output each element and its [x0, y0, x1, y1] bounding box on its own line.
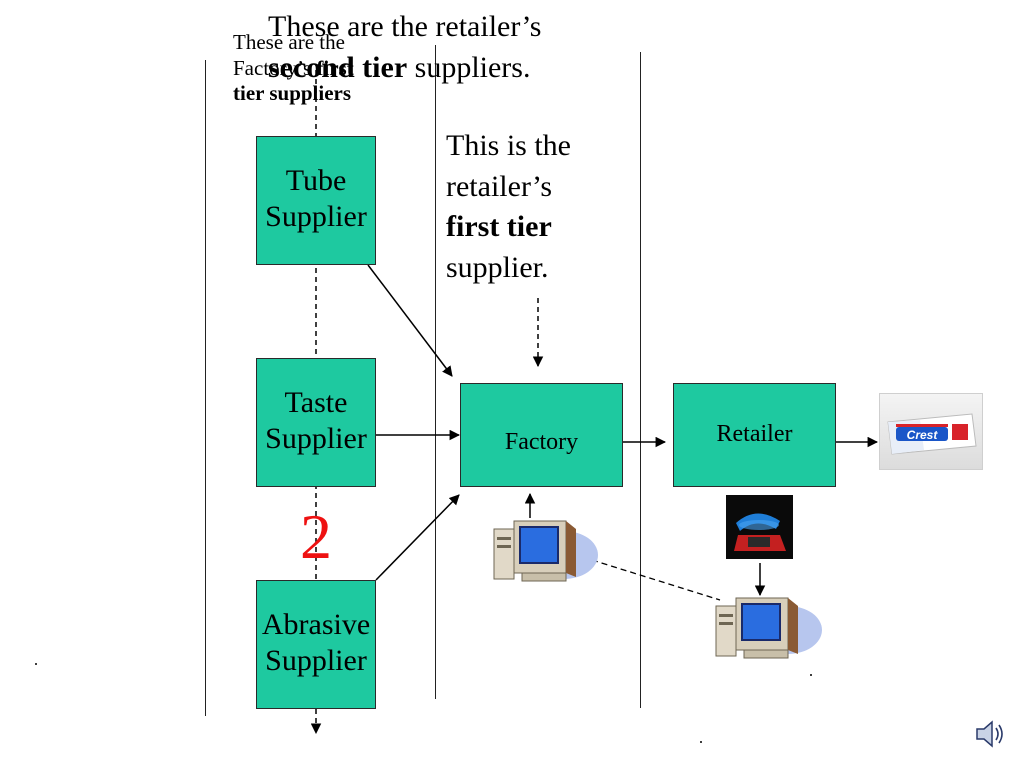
speaker-icon[interactable]: [972, 716, 1008, 752]
column-divider-left: [205, 60, 206, 716]
tube-supplier-box: Tube Supplier: [256, 136, 376, 265]
telephone-icon: [726, 495, 793, 559]
computer-icon: [493, 520, 598, 582]
abrasive-supplier-box: Abrasive Supplier: [256, 580, 376, 709]
column-divider-middle: [435, 45, 436, 699]
svg-text:Crest: Crest: [907, 428, 939, 442]
toothpaste-box-icon: Crest: [879, 393, 983, 470]
arrow-tube-to-factory: [367, 264, 453, 377]
retailer-box: Retailer: [673, 383, 836, 487]
annotation-number: 2: [300, 501, 332, 572]
factory-box: Factory: [460, 383, 623, 487]
computer-icon: [715, 597, 822, 659]
factory-first-tier-label: These are the Factory’s first tier suppl…: [233, 30, 354, 106]
computer-link-dashed: [591, 559, 721, 601]
arrow-abrasive-to-factory: [375, 494, 460, 581]
retailer-second-tier-label: These are the retailer’s second tier sup…: [268, 10, 542, 85]
retailer-first-tier-label: This is the retailer’s first tier suppli…: [446, 129, 571, 284]
taste-supplier-box: Taste Supplier: [256, 358, 376, 487]
column-divider-right: [640, 52, 641, 708]
